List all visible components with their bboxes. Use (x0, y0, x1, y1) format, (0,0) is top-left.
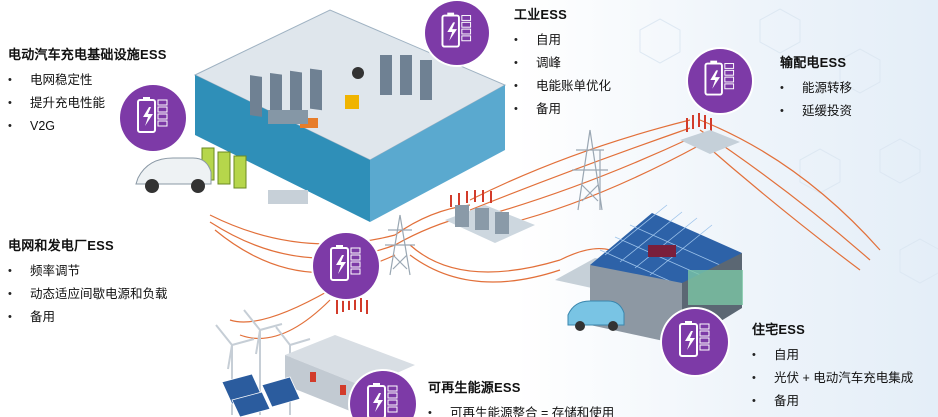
substation (336, 113, 740, 314)
battery-lightning-icon (679, 321, 710, 357)
industrial-ess-block: 工业ESS 自用 调峰 电能账单优化 备用 (514, 4, 611, 121)
grid-battery-badge (313, 233, 379, 299)
ev-ess-item: 电网稳定性 (8, 69, 167, 92)
battery-lightning-icon (367, 383, 398, 417)
residential-ess-item: 备用 (752, 390, 913, 413)
renewable-ess-title: 可再生能源ESS (428, 380, 521, 395)
grid-ess-item: 动态适应间歇电源和负载 (8, 283, 168, 306)
solar-panel (221, 373, 301, 417)
ev-charging-building (135, 147, 308, 204)
grid-ess-title: 电网和发电厂ESS (8, 238, 114, 253)
battery-lightning-icon (441, 12, 472, 48)
ev-ess-item: V2G (8, 115, 167, 138)
residential-ess-item: 光伏 + 电动汽车充电集成 (752, 367, 913, 390)
residential-battery-badge (662, 309, 728, 375)
residential-ess-item: 自用 (752, 344, 913, 367)
renewable-ess-block: 可再生能源ESS 可再生能源整合 = 存储和使用 (428, 377, 614, 417)
hex-pattern (639, 8, 938, 284)
renewable-battery-badge (350, 371, 416, 417)
transmission-ess-block: 输配电ESS 能源转移 延缓投资 (780, 52, 852, 123)
transmission-tower (385, 129, 608, 276)
transmission-ess-item: 能源转移 (780, 77, 852, 100)
battery-lightning-icon (330, 245, 361, 281)
ev-ess-item: 提升充电性能 (8, 92, 167, 115)
residential-ess-title: 住宅ESS (752, 322, 806, 337)
grid-ess-item: 备用 (8, 306, 168, 329)
industrial-ess-title: 工业ESS (514, 7, 568, 22)
renewable-ess-item: 可再生能源整合 = 存储和使用 (428, 402, 614, 417)
transmission-ess-title: 输配电ESS (780, 55, 847, 70)
industrial-factory (193, 9, 507, 222)
battery-lightning-icon (704, 60, 735, 96)
grid-ess-block: 电网和发电厂ESS 频率调节 动态适应间歇电源和负载 备用 (8, 235, 168, 329)
industrial-ess-item: 自用 (514, 29, 611, 52)
industrial-ess-item: 电能账单优化 (514, 75, 611, 98)
transmission-ess-item: 延缓投资 (780, 100, 852, 123)
residential-ess-block: 住宅ESS 自用 光伏 + 电动汽车充电集成 备用 (752, 319, 913, 413)
industrial-ess-item: 调峰 (514, 52, 611, 75)
ev-ess-block: 电动汽车充电基础设施ESS 电网稳定性 提升充电性能 V2G (8, 44, 167, 138)
transmission-battery-badge (688, 49, 752, 113)
grid-ess-item: 频率调节 (8, 260, 168, 283)
ev-ess-title: 电动汽车充电基础设施ESS (8, 47, 167, 62)
industrial-battery-badge (425, 1, 489, 65)
industrial-ess-item: 备用 (514, 98, 611, 121)
